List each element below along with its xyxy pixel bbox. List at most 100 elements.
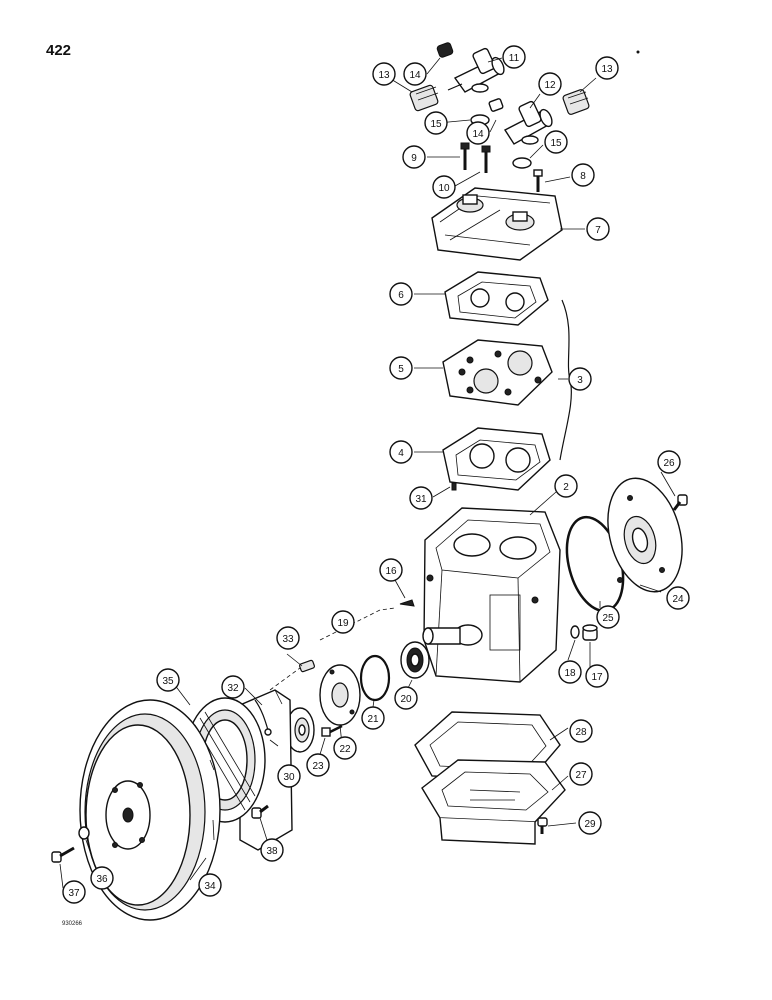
callout-26: 26 — [657, 450, 681, 474]
svg-text:14: 14 — [409, 70, 421, 81]
bolt-9 — [460, 142, 470, 170]
rear-cover — [607, 477, 683, 593]
callout-19: 19 — [331, 610, 355, 634]
callout-28: 28 — [569, 719, 593, 743]
pulley-34 — [79, 699, 221, 921]
svg-text:6: 6 — [398, 290, 404, 301]
svg-text:32: 32 — [227, 683, 239, 694]
key-33 — [299, 659, 315, 673]
callout-36: 36 — [90, 866, 114, 890]
callout-22: 22 — [333, 736, 357, 760]
callout-23: 23 — [306, 753, 330, 777]
callout-30: 30 — [277, 764, 301, 788]
svg-text:35: 35 — [162, 676, 174, 687]
svg-text:17: 17 — [591, 672, 603, 683]
callout-5: 5 — [389, 356, 413, 380]
callout-33: 33 — [276, 626, 300, 650]
callout-2: 2 — [554, 474, 578, 498]
svg-text:19: 19 — [337, 618, 349, 629]
callout-7: 7 — [586, 217, 610, 241]
svg-text:13: 13 — [601, 64, 613, 75]
valve-plate — [442, 339, 553, 406]
hub-30 — [285, 707, 315, 753]
svg-text:38: 38 — [266, 846, 278, 857]
gasket-4 — [442, 427, 551, 491]
svg-text:13: 13 — [378, 70, 390, 81]
callout-35: 35 — [156, 668, 180, 692]
svg-text:16: 16 — [385, 566, 397, 577]
callout-24: 24 — [666, 586, 690, 610]
callout-13-left: 13 — [372, 62, 396, 86]
callout-14-upper: 14 — [403, 62, 427, 86]
callout-3: 3 — [568, 367, 592, 391]
svg-text:4: 4 — [398, 448, 404, 459]
cap-14-lower — [488, 98, 504, 112]
svg-text:31: 31 — [415, 494, 427, 505]
callout-32: 32 — [221, 675, 245, 699]
cylinder-head — [431, 187, 563, 261]
svg-text:24: 24 — [672, 594, 684, 605]
callout-11: 11 — [502, 45, 526, 69]
svg-text:14: 14 — [472, 129, 484, 140]
svg-text:33: 33 — [282, 634, 294, 645]
svg-text:3: 3 — [577, 375, 583, 386]
bolt-38 — [251, 804, 269, 819]
callout-9: 9 — [402, 145, 426, 169]
svg-text:23: 23 — [312, 761, 324, 772]
bolt-29 — [537, 817, 548, 834]
seal-plate-22 — [319, 664, 361, 726]
svg-text:15: 15 — [430, 119, 442, 130]
page-number: 422 — [46, 42, 72, 59]
washer-36 — [78, 826, 90, 840]
key-16 — [399, 599, 415, 607]
callout-15-right: 15 — [544, 130, 568, 154]
callout-8: 8 — [571, 163, 595, 187]
svg-text:21: 21 — [367, 714, 379, 725]
callout-4: 4 — [389, 440, 413, 464]
callout-15-left: 15 — [424, 111, 448, 135]
svg-text:26: 26 — [663, 458, 675, 469]
svg-text:2: 2 — [563, 482, 569, 493]
svg-text:11: 11 — [509, 53, 520, 64]
oil-pan-27 — [421, 759, 566, 845]
svg-text:7: 7 — [595, 225, 601, 236]
callout-6: 6 — [389, 282, 413, 306]
callout-25: 25 — [596, 605, 620, 629]
screw-23 — [321, 724, 343, 737]
speck — [636, 50, 640, 54]
callout-16: 16 — [379, 558, 403, 582]
callout-12: 12 — [538, 72, 562, 96]
svg-text:27: 27 — [575, 770, 587, 781]
callout-21: 21 — [361, 706, 385, 730]
cap-13-left — [409, 84, 439, 112]
service-valve-lower — [503, 100, 553, 145]
bolt-26 — [672, 494, 688, 511]
svg-text:34: 34 — [204, 881, 216, 892]
gasket-6 — [444, 271, 549, 326]
svg-text:29: 29 — [584, 819, 596, 830]
bolt-37 — [51, 846, 75, 863]
svg-text:30: 30 — [283, 772, 295, 783]
compressor-crankcase — [422, 507, 561, 683]
service-valve-upper — [447, 47, 505, 93]
dowel-pin-31 — [451, 482, 457, 491]
shaft-seal-20 — [400, 641, 430, 679]
svg-text:8: 8 — [580, 171, 586, 182]
plug-17 — [582, 624, 598, 641]
wire-lead-32 — [254, 699, 272, 736]
leader-19 — [319, 607, 396, 641]
svg-text:10: 10 — [438, 183, 450, 194]
callout-31: 31 — [409, 486, 433, 510]
callout-37: 37 — [62, 880, 86, 904]
callout-34: 34 — [198, 873, 222, 897]
svg-text:18: 18 — [564, 668, 576, 679]
svg-text:15: 15 — [550, 138, 562, 149]
svg-text:37: 37 — [68, 888, 80, 899]
callout-38: 38 — [260, 838, 284, 862]
svg-text:36: 36 — [96, 874, 108, 885]
figure-code: 930266 — [62, 921, 83, 927]
leader-lines — [59, 57, 676, 889]
bolt-10 — [481, 145, 491, 173]
bolt-8 — [533, 169, 543, 192]
